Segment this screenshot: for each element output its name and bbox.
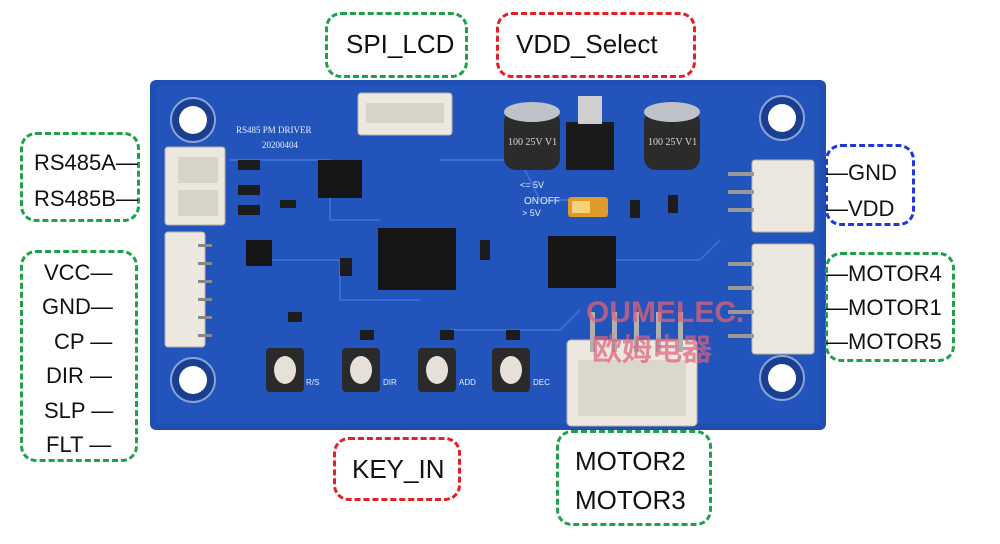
cap-left-label: 100 25V V1 [508,137,557,148]
vdd-right-label: —VDD [826,196,895,221]
rs485-box [20,132,140,222]
stepper-io-box [20,250,138,462]
motor1-label: —MOTOR1 [826,295,942,320]
gnd-right-label: —GND [826,160,897,185]
switch-33v-label: <= 5V [520,180,544,190]
flt-label: FLT — [46,432,112,457]
key-dir-label: DIR [383,378,397,387]
rs485a-label: RS485A— [34,150,138,175]
switch-5v-label: > 5V [522,208,541,218]
switch-off-label: OFF [540,196,560,207]
key-dec-label: DEC [533,378,550,387]
cp-label: CP — [54,329,113,354]
motor3-label: MOTOR3 [575,485,686,515]
watermark-latin: OUMELEC. [586,296,744,329]
key-add-label: ADD [459,378,476,387]
spi-lcd-box [325,12,468,78]
key-in-box [333,437,461,501]
rs485b-label: RS485B— [34,186,138,211]
dir-label: DIR — [46,363,112,388]
board-date: 20200404 [262,140,299,150]
cap-right-label: 100 25V V1 [648,137,697,148]
motor2-label: MOTOR2 [575,446,686,476]
vdd-select-box [496,12,696,78]
vcc-label: VCC— [44,260,113,285]
slp-label: SLP — [44,398,114,423]
push-button-icon [266,348,530,392]
motor5-label: —MOTOR5 [826,329,942,354]
motor4-label: —MOTOR4 [826,261,942,286]
gnd-left-label: GND— [42,294,113,319]
switch-on-label: ON [524,196,539,207]
vdd-select-label: VDD_Select [516,29,658,59]
power-box [825,144,915,226]
spi-lcd-label: SPI_LCD [346,29,455,59]
mounting-hole-icon [170,95,805,403]
board-title: RS485 PM DRIVER [236,125,312,135]
key-in-label: KEY_IN [352,454,445,484]
motor-right-box [825,252,955,362]
watermark-chinese: 欧姆电器 [592,333,713,368]
motor-bottom-box [556,430,712,526]
key-rs-label: R/S [306,378,319,387]
